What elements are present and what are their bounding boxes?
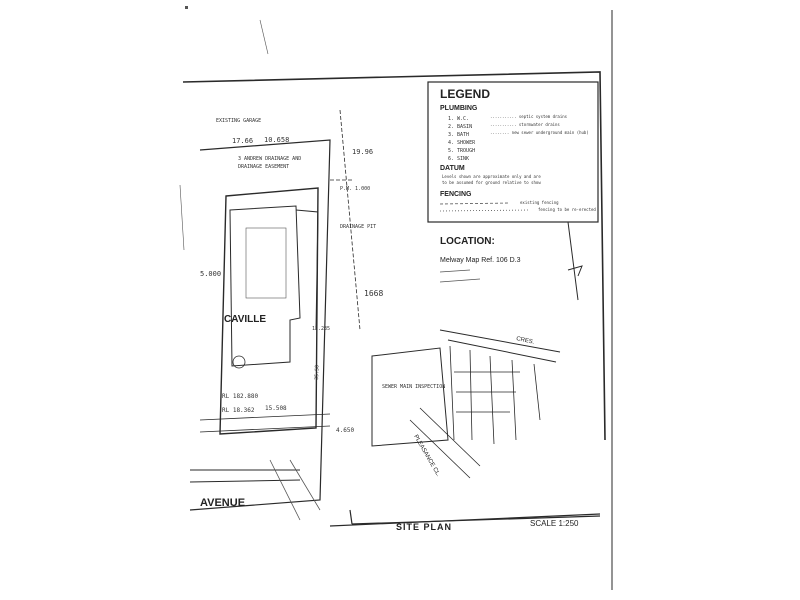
crescent-label: CRES. — [516, 336, 536, 346]
dimension-label: 10.658 — [264, 136, 289, 144]
map-note: SEWER MAIN INSPECTION — [382, 384, 445, 390]
dimension-label: 5.000 — [200, 270, 221, 278]
plumbing-note: ........... septic system drains — [490, 114, 568, 119]
plumbing-note: ........ new sewer underground main (hub… — [490, 130, 589, 135]
street-name: AVENUE — [200, 497, 245, 509]
location-block: LOCATION: Melway Map Ref. 106 D.3 — [439, 221, 583, 301]
site-note: RL 18.362 — [222, 407, 255, 414]
fencing-note: fencing to be re-erected — [538, 207, 596, 212]
plumbing-item: 5. TROUGH — [448, 148, 475, 154]
plumbing-item: 2. BASIN — [448, 124, 472, 130]
legend-title: LEGEND — [440, 87, 490, 101]
datum-text: to be assumed for ground relative to sho… — [442, 180, 541, 185]
dimension-label: 19.96 — [352, 148, 373, 156]
plumbing-item: 1. W.C. — [448, 116, 469, 122]
plumbing-note: ........... stormwater drains — [490, 122, 560, 127]
dimension-label: 17.66 — [232, 137, 253, 145]
dimension-label: 4.650 — [336, 427, 354, 434]
plumbing-notes: ........... septic system drains .......… — [490, 114, 589, 135]
dimension-label: 15.508 — [265, 405, 287, 412]
site-note: P.M. 1.000 — [340, 186, 370, 192]
lot-name: CAVILLE — [224, 314, 266, 325]
datum-heading: DATUM — [440, 165, 465, 172]
plumbing-heading: PLUMBING — [440, 105, 478, 112]
plumbing-item: 4. SHOWER — [448, 140, 476, 146]
site-plan-title: SITE PLAN — [396, 522, 452, 532]
fencing-note: existing fencing — [520, 200, 559, 205]
scan-marks — [179, 6, 269, 251]
dimension-label: 12.235 — [312, 326, 330, 332]
scale-label: SCALE 1:250 — [530, 519, 579, 528]
site-note: DRAINAGE PIT — [340, 224, 376, 230]
sheet-frame — [182, 10, 613, 590]
site-note: EXISTING GARAGE — [216, 118, 261, 124]
street: AVENUE — [189, 459, 321, 521]
legend-box: LEGEND PLUMBING 1. W.C. 2. BASIN 3. BATH… — [427, 81, 599, 223]
site-note: DRAINAGE EASEMENT — [238, 164, 289, 170]
melway-ref: Melway Map Ref. 106 D.3 — [440, 257, 521, 264]
plumbing-list: 1. W.C. 2. BASIN 3. BATH 4. SHOWER 5. TR… — [448, 116, 476, 162]
location-heading: LOCATION: — [440, 236, 495, 247]
site-note: 3 ANDREW DRAINAGE AND — [238, 156, 301, 162]
datum-text: Levels shown are approximate only and ar… — [442, 174, 541, 179]
plumbing-item: 6. SINK — [448, 156, 469, 162]
dimension-label: 1668 — [364, 289, 383, 298]
title-block: SITE PLAN SCALE 1:250 — [349, 509, 601, 532]
fencing-heading: FENCING — [440, 191, 472, 198]
site-note: RL 182.880 — [222, 393, 259, 400]
site-lot: CAVILLE 17.66 10.658 19.96 15.508 1668 5… — [189, 109, 383, 511]
plumbing-item: 3. BATH — [448, 132, 469, 138]
dimension-label: 35.50 — [314, 365, 321, 380]
location-map: CRES. PLEASANCE CL. SEWER MAIN INSPECTIO… — [371, 329, 561, 479]
